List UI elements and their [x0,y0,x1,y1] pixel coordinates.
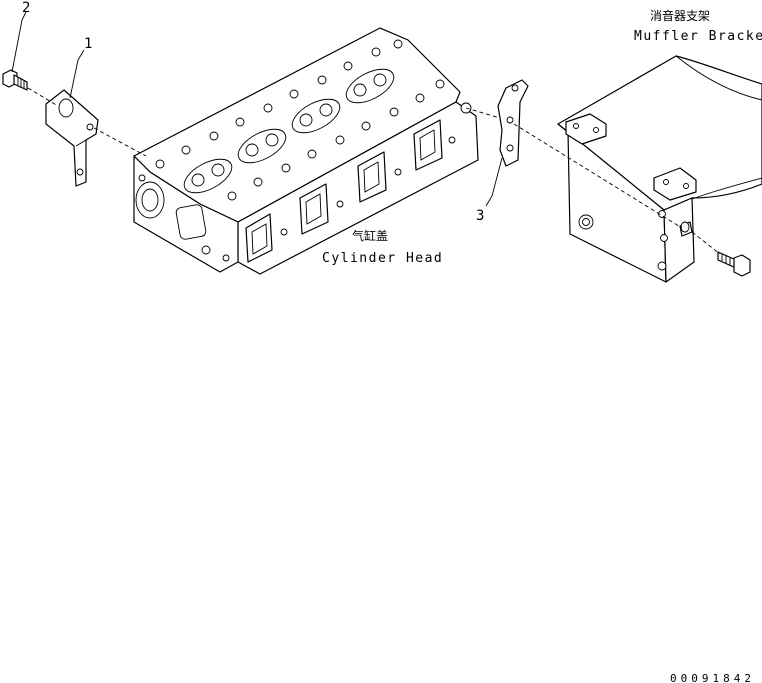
muffler-bracket-label-cn: 消音器支架 [650,8,710,23]
combustion-chambers [183,68,395,194]
assembly-line-bolt-to-bracket [27,87,59,107]
muffler-bracket-label-en: Muffler Bracket [634,29,762,44]
head-bolt-holes [155,39,445,201]
leader-line-1 [69,49,85,99]
document-number: 00091842 [670,672,755,683]
bracket-part-3 [497,79,529,167]
callout-part-1: 1 [84,36,92,52]
assembly-line-bracket-to-head [93,127,147,157]
cylinder-head [133,27,479,275]
callout-part-2: 2 [22,0,30,16]
leader-line-3 [485,157,503,207]
leader-line-2 [11,11,27,73]
assembly-line-stud-to-bolt [691,231,721,255]
cylinder-head-label-en: Cylinder Head [322,251,443,266]
cylinder-head-label-cn: 气缸盖 [352,228,388,243]
bolt-part-2 [2,69,28,91]
callout-part-3: 3 [476,208,484,224]
muffler-bracket [557,55,762,283]
exhaust-ports [245,119,443,263]
bracket-part-1 [45,89,99,187]
bolt-muffler-side [717,251,751,277]
assembly-line-bracket3-to-muffler [513,123,683,229]
assembly-line-bracket3-to-head [465,107,501,119]
